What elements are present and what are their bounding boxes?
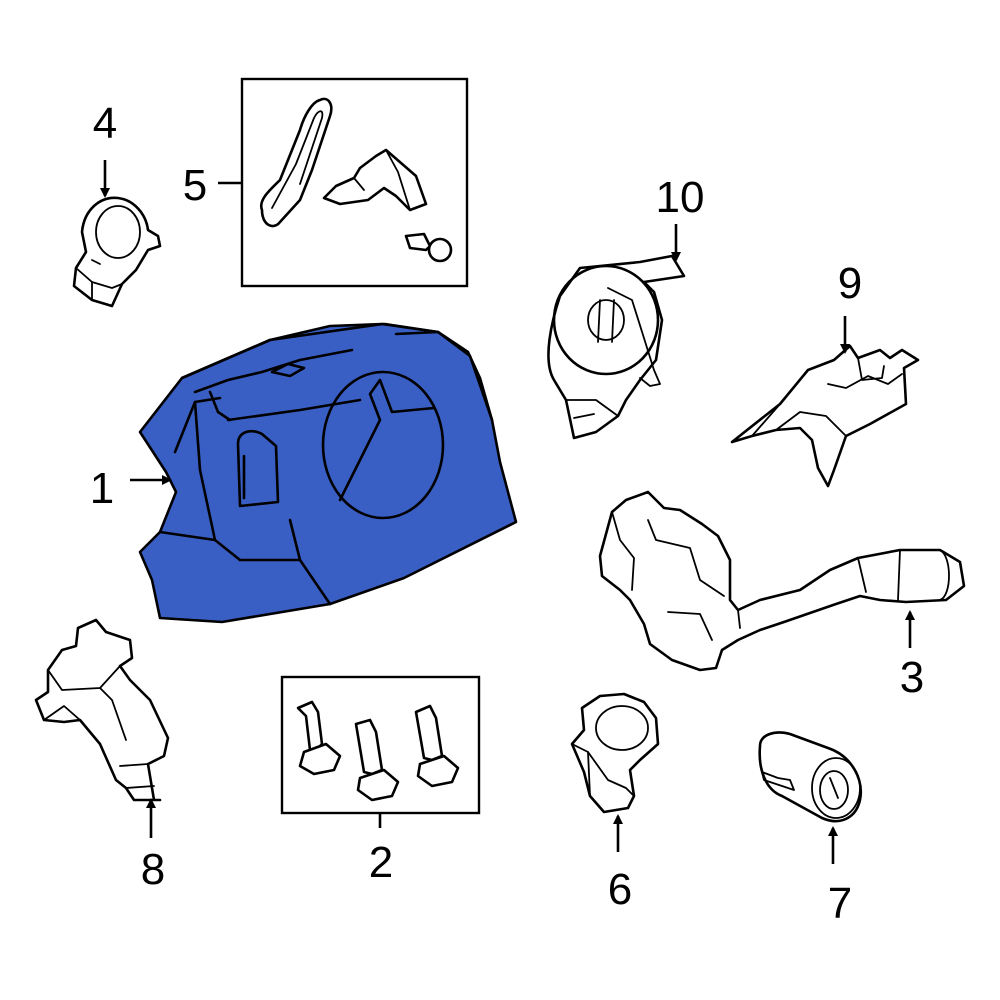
callout-5[interactable]: 5 xyxy=(183,161,207,210)
part-2-bolts-box[interactable] xyxy=(280,675,481,815)
bolt-b xyxy=(354,718,400,802)
part-6-bracket[interactable] xyxy=(570,692,660,814)
part-4-sensor[interactable] xyxy=(72,196,162,308)
callout-labels: 1 2 3 4 5 6 7 8 9 10 xyxy=(90,99,924,928)
callout-6[interactable]: 6 xyxy=(608,865,632,914)
callout-7[interactable]: 7 xyxy=(828,879,852,928)
part-8-lock-housing[interactable] xyxy=(34,618,170,802)
part-5-kit-box[interactable] xyxy=(240,77,469,288)
bolt-c xyxy=(414,704,460,788)
callout-1[interactable]: 1 xyxy=(90,464,114,513)
callout-9[interactable]: 9 xyxy=(838,259,862,308)
part-9-bracket[interactable] xyxy=(730,344,920,488)
part-10-clockspring[interactable] xyxy=(547,254,686,440)
part-1-steering-column-cover[interactable] xyxy=(138,322,518,624)
callout-2[interactable]: 2 xyxy=(369,838,393,887)
part-3-multifunction-switch[interactable] xyxy=(598,490,966,672)
callout-4[interactable]: 4 xyxy=(93,99,117,148)
part-7-lock-cylinder[interactable] xyxy=(758,731,863,823)
callout-arrows xyxy=(100,160,915,864)
bolt-a xyxy=(296,700,342,776)
callout-3[interactable]: 3 xyxy=(900,653,924,702)
callout-8[interactable]: 8 xyxy=(141,845,165,894)
callout-10[interactable]: 10 xyxy=(656,173,705,222)
